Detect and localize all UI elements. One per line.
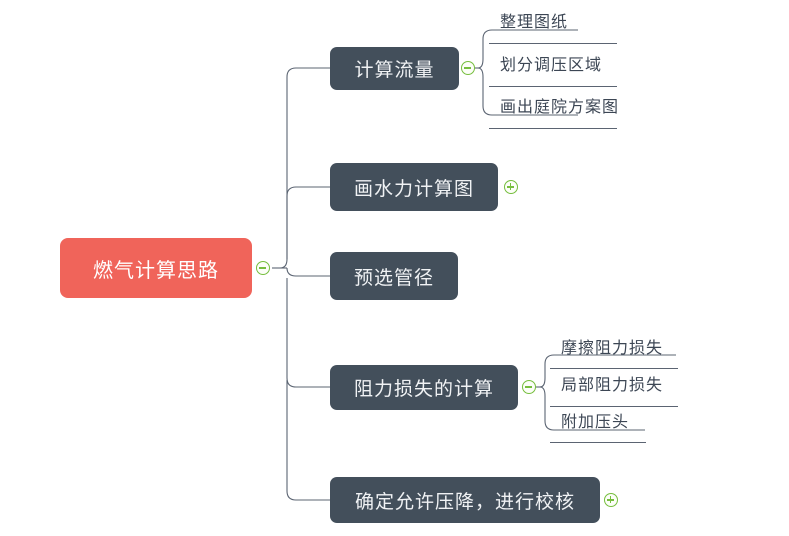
leaf-underline-0-0: [489, 43, 617, 44]
branch-node-label: 画水力计算图: [353, 178, 474, 200]
leaf-node-3-2[interactable]: 附加压头: [561, 412, 629, 434]
branch-toggle-verify-allowable-pressure-drop-plus-circle-icon[interactable]: [604, 493, 618, 507]
branch-node-verify-allowable-pressure-drop[interactable]: 确定允许压降，进行校核: [330, 477, 600, 523]
leaf-node-label: 附加压头: [561, 414, 630, 431]
branch-node-draw-hydraulic-diagram[interactable]: 画水力计算图: [330, 163, 498, 211]
leaf-node-0-0[interactable]: 整理图纸: [500, 12, 568, 34]
root-toggle-minus-circle-icon[interactable]: [256, 261, 270, 275]
leaf-underline-3-1: [550, 406, 678, 407]
branch-toggle-resistance-loss-calc-minus-circle-icon[interactable]: [522, 380, 536, 394]
leaf-underline-0-1: [489, 86, 617, 87]
leaf-node-label: 划分调压区域: [500, 57, 603, 74]
branch-node-label: 阻力损失的计算: [353, 379, 494, 400]
leaf-node-3-1[interactable]: 局部阻力损失: [561, 375, 663, 397]
leaf-node-0-2[interactable]: 画出庭院方案图: [500, 97, 619, 119]
leaf-underline-3-2: [550, 442, 646, 443]
branch-node-label: 计算流量: [354, 60, 435, 81]
branch-node-label: 确定允许压降，进行校核: [354, 491, 575, 513]
leaf-node-0-1[interactable]: 划分调压区域: [500, 55, 602, 77]
leaf-node-label: 摩擦阻力损失: [561, 340, 664, 357]
root-node[interactable]: 燃气计算思路: [60, 238, 252, 298]
branch-node-preselect-pipe-diameter[interactable]: 预选管径: [330, 252, 458, 300]
branch-toggle-draw-hydraulic-diagram-plus-circle-icon[interactable]: [504, 180, 518, 194]
branch-node-resistance-loss-calc[interactable]: 阻力损失的计算: [330, 365, 518, 410]
branch-node-calc-flow[interactable]: 计算流量: [330, 47, 459, 90]
leaf-underline-3-0: [550, 368, 678, 369]
leaf-node-label: 局部阻力损失: [561, 377, 664, 394]
branch-node-label: 预选管径: [353, 267, 434, 289]
leaf-underline-0-2: [489, 128, 617, 129]
branch-toggle-calc-flow-minus-circle-icon[interactable]: [461, 61, 475, 75]
leaf-node-3-0[interactable]: 摩擦阻力损失: [561, 338, 663, 360]
leaf-node-label: 画出庭院方案图: [500, 99, 620, 116]
root-node-label: 燃气计算思路: [93, 259, 219, 282]
leaf-node-label: 整理图纸: [500, 14, 569, 31]
